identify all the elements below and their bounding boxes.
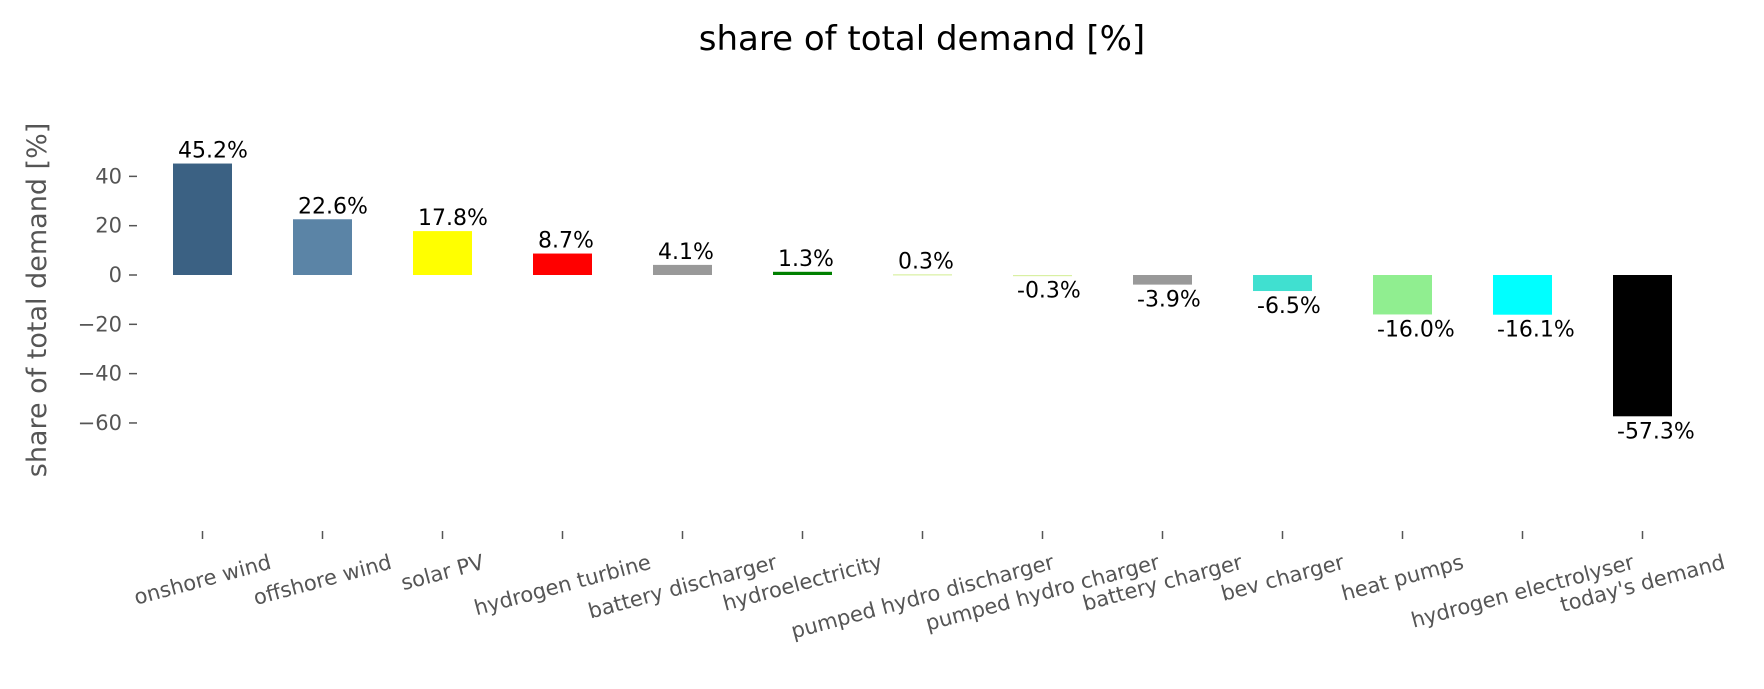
bar: [1493, 275, 1552, 315]
y-tick-label: 20: [95, 214, 122, 238]
y-tick-label: 0: [109, 263, 122, 287]
data-label: -0.3%: [1017, 279, 1081, 304]
data-label: 45.2%: [178, 139, 248, 164]
bar: [1253, 275, 1312, 292]
bar: [653, 264, 712, 275]
y-tick-label: −60: [78, 411, 122, 435]
y-tick-label: −40: [78, 362, 122, 386]
data-label: -16.1%: [1497, 318, 1575, 343]
x-tick-label: offshore wind: [251, 550, 394, 610]
bar: [1133, 275, 1192, 285]
bars: 45.2% 22.6% 17.8% 8.7% 4.1% 1.3% 0.3% -0.3% -3.9…: [173, 139, 1695, 444]
bar: [293, 219, 352, 275]
x-tick-label: heat pumps: [1339, 550, 1466, 606]
bar: [1013, 275, 1072, 277]
data-label: 0.3%: [898, 249, 954, 274]
y-tick-label: −20: [78, 312, 122, 336]
y-axis-label: share of total demand [%]: [22, 123, 53, 478]
data-label: 22.6%: [298, 194, 368, 219]
bar: [1613, 275, 1672, 417]
x-tick-label: solar PV: [398, 550, 487, 595]
bar: [893, 274, 952, 276]
y-tick-label: 40: [95, 164, 122, 188]
data-label: 1.3%: [778, 247, 834, 272]
y-axis: −60 −40 −20 0 20 40: [78, 164, 137, 435]
data-label: -16.0%: [1377, 317, 1455, 342]
x-tick-label: onshore wind: [131, 550, 273, 610]
data-label: 4.1%: [658, 240, 714, 265]
bar: [1373, 275, 1432, 315]
data-label: 17.8%: [418, 206, 488, 231]
data-label: -3.9%: [1137, 288, 1201, 313]
data-label: -6.5%: [1257, 294, 1321, 319]
bar: [413, 231, 472, 275]
bar: [773, 271, 832, 275]
chart-title: share of total demand [%]: [699, 19, 1145, 59]
bar: [173, 163, 232, 275]
data-label: -57.3%: [1617, 419, 1695, 444]
data-label: 8.7%: [538, 229, 594, 254]
bar: [533, 253, 592, 275]
